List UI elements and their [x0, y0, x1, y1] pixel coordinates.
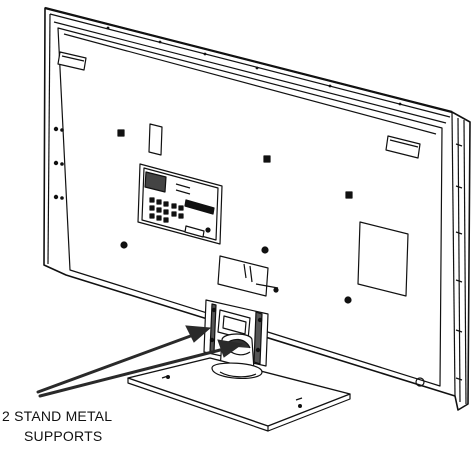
vent-slot	[148, 123, 163, 156]
handle-left	[57, 51, 87, 71]
mount-holes	[120, 241, 352, 304]
arrow-lower	[38, 339, 244, 398]
callout-label-line1: 2 STAND METAL	[2, 408, 113, 424]
stand-base	[127, 357, 351, 432]
left-dots	[53, 126, 64, 200]
cable-cover	[217, 255, 279, 297]
tv-body	[43, 6, 471, 411]
marker-squares	[117, 129, 353, 199]
right-edge-ticks	[455, 143, 463, 381]
callout-arrows	[36, 325, 244, 398]
callout-label-line2: SUPPORTS	[24, 428, 103, 444]
bottom-right-screw	[415, 377, 425, 387]
rating-label-plate	[357, 221, 409, 297]
arrow-upper	[36, 325, 212, 394]
handle-right	[385, 135, 421, 159]
terminal-panel	[137, 163, 223, 245]
top-screws	[106, 26, 402, 106]
